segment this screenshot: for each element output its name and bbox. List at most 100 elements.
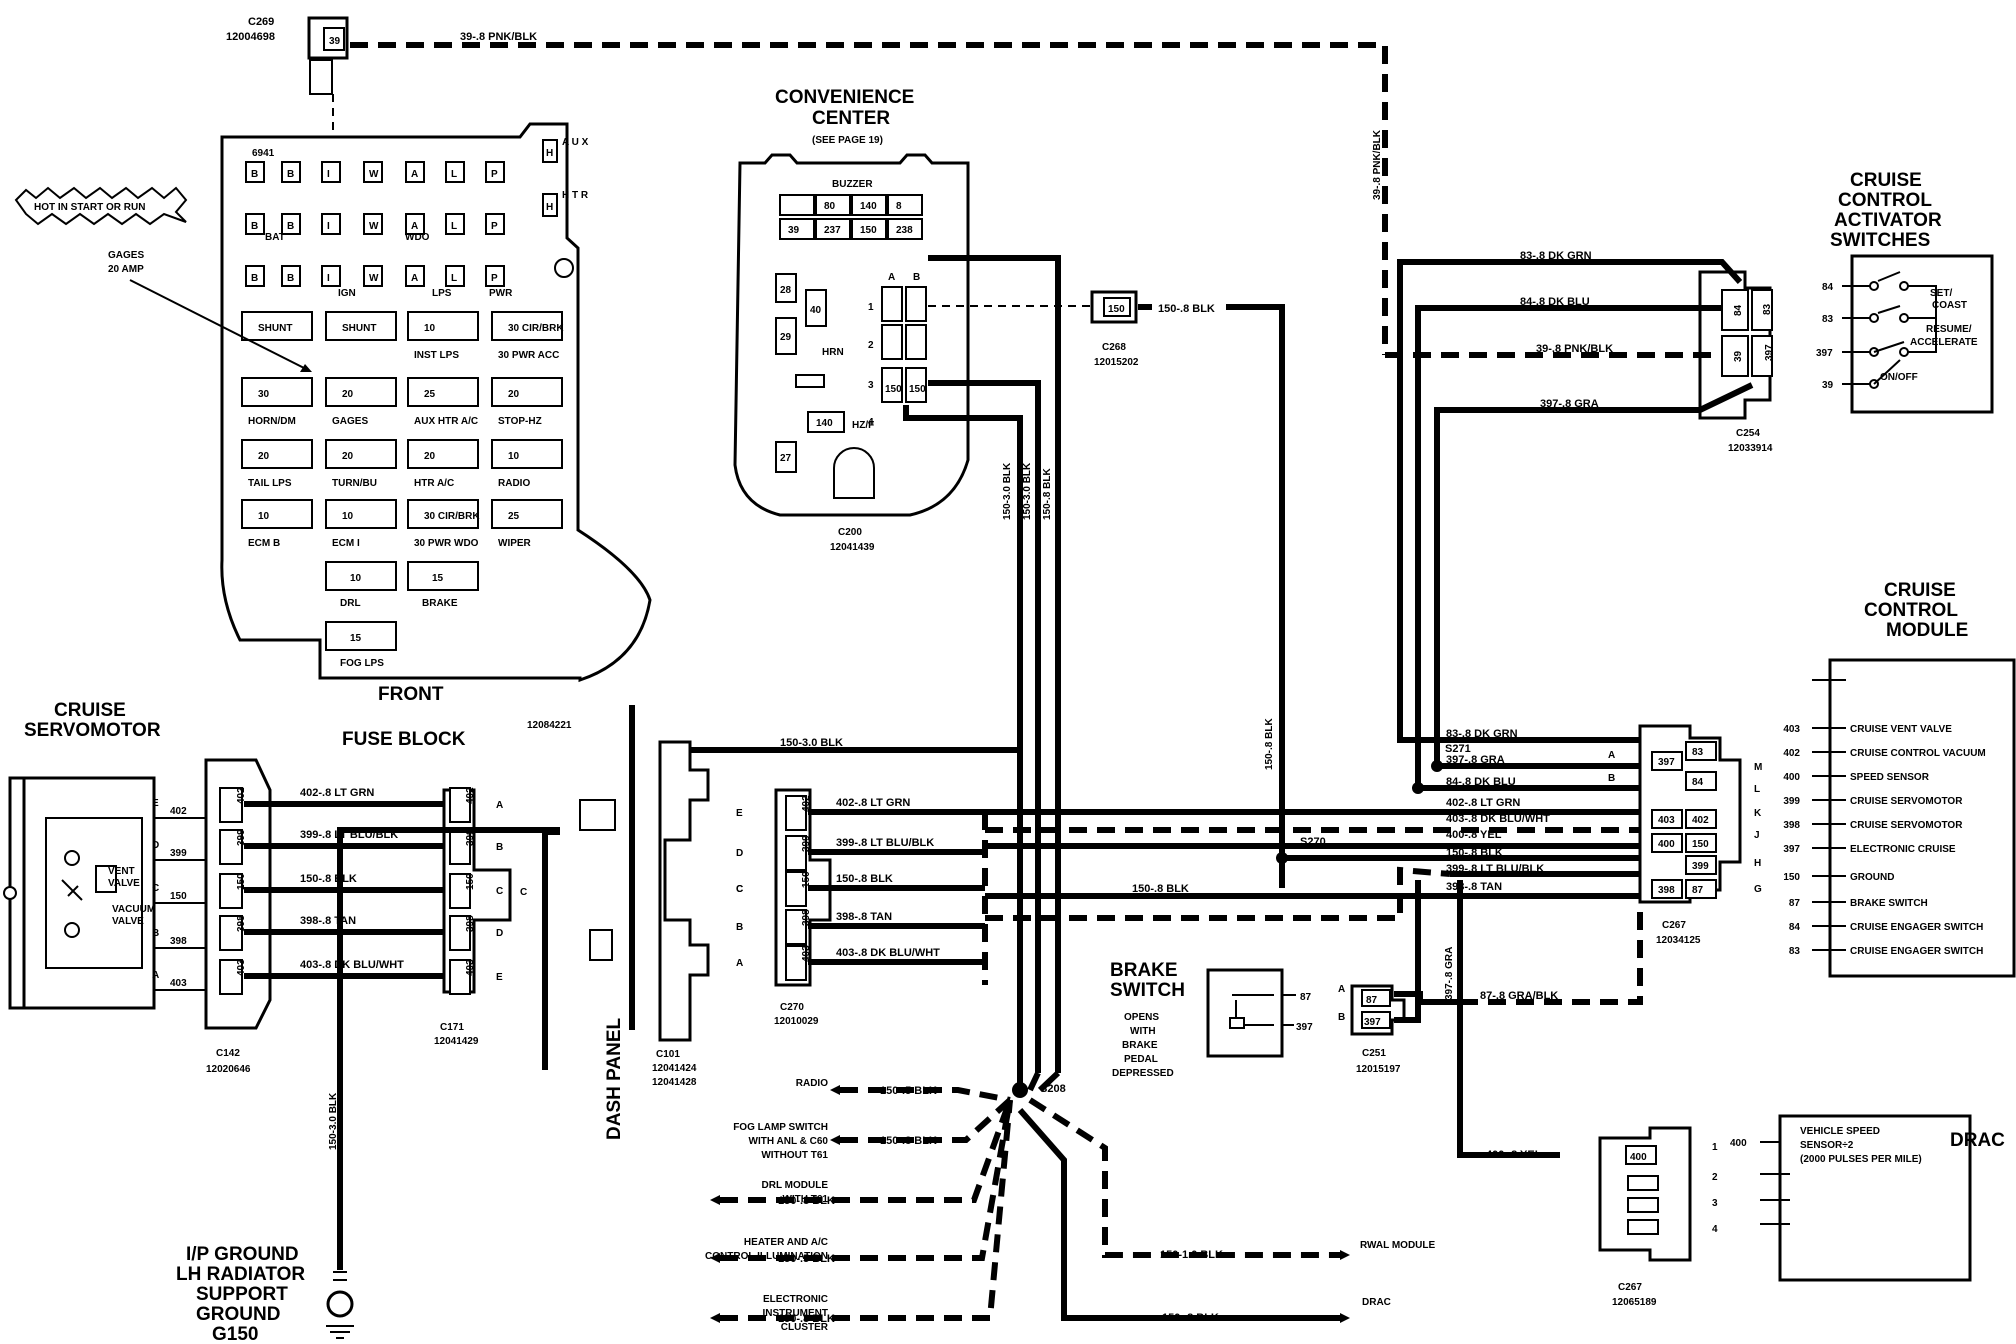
svg-text:C270: C270	[780, 1002, 804, 1013]
servo-pin-letter: B	[152, 928, 159, 939]
fuse-label: ECM B	[248, 538, 280, 549]
svg-text:40: 40	[810, 305, 822, 316]
svg-text:L: L	[1754, 784, 1760, 795]
conv-cell-value: 237	[824, 225, 841, 236]
svg-text:150-1.0 BLK: 150-1.0 BLK	[1160, 1249, 1223, 1261]
svg-text:397: 397	[1364, 1017, 1381, 1028]
svg-text:1: 1	[1712, 1142, 1718, 1153]
svg-text:3: 3	[868, 380, 874, 391]
fuse	[491, 439, 563, 469]
c270-wire-label: 398-.8 TAN	[836, 911, 892, 923]
fuse	[325, 621, 397, 651]
svg-text:IGN: IGN	[338, 288, 356, 299]
fuse-pin	[405, 161, 425, 183]
dash-panel-label: DASH PANEL	[604, 1018, 625, 1140]
svg-text:DEPRESSED: DEPRESSED	[1112, 1068, 1174, 1079]
module-pin-number: 83	[1789, 946, 1801, 957]
conv-cell	[887, 218, 923, 240]
svg-text:(2000 PULSES PER MILE): (2000 PULSES PER MILE)	[1800, 1154, 1922, 1165]
conv-cell-value: 238	[896, 225, 913, 236]
c171-pin-number: 398	[465, 915, 476, 932]
svg-text:83: 83	[1762, 303, 1773, 315]
conv-cell	[851, 194, 887, 216]
conv-cell	[851, 218, 887, 240]
svg-text:VEHICLE SPEED: VEHICLE SPEED	[1800, 1126, 1880, 1137]
fuse	[407, 311, 479, 341]
svg-text:RWAL MODULE: RWAL MODULE	[1360, 1240, 1436, 1251]
fuse	[325, 311, 397, 341]
fuse	[407, 561, 479, 591]
svg-text:400: 400	[1630, 1152, 1647, 1163]
module-pin-label: CRUISE ENGAGER SWITCH	[1850, 946, 1983, 957]
fuse-pin	[363, 161, 383, 183]
fuse-block-part: 12084221	[527, 720, 572, 731]
fuse-label: HORN/DM	[248, 416, 296, 427]
svg-text:J: J	[1754, 830, 1760, 841]
svg-text:150: 150	[885, 384, 902, 395]
conv-cell-value: 80	[824, 201, 836, 212]
module-pin-label: ELECTRONIC CRUISE	[1850, 844, 1956, 855]
fuse-pin-letter: W	[369, 169, 379, 180]
module-conn-pin-number: 83	[1692, 747, 1704, 758]
fuse	[407, 499, 479, 529]
svg-text:1: 1	[868, 302, 874, 313]
svg-text:A U X: A U X	[562, 137, 589, 148]
c270-wire-label: 403-.8 DK BLU/WHT	[836, 947, 940, 959]
c171-pin-number: 402	[465, 787, 476, 804]
servo-pin-number: 398	[170, 936, 187, 947]
fuse-pin-letter: A	[411, 221, 418, 232]
c171-pin-letter: E	[496, 972, 503, 983]
svg-text:SERVOMOTOR: SERVOMOTOR	[24, 720, 161, 741]
svg-text:PWR: PWR	[489, 288, 513, 299]
fuse-pin-letter: W	[369, 273, 379, 284]
s208-branch-wire-label: 150-.5 BLK	[778, 1253, 835, 1265]
svg-text:H: H	[546, 148, 553, 159]
svg-text:398-.8 TAN: 398-.8 TAN	[1446, 881, 1502, 893]
svg-text:27: 27	[780, 453, 792, 464]
module-pin-number: 402	[1783, 748, 1800, 759]
svg-text:VENT: VENT	[108, 866, 135, 877]
svg-text:39-.8 PNK/BLK: 39-.8 PNK/BLK	[1536, 343, 1613, 355]
module-conn-pin	[1651, 879, 1683, 899]
svg-text:C101: C101	[656, 1049, 680, 1060]
svg-text:12041429: 12041429	[434, 1036, 479, 1047]
c269-part: 12004698	[226, 31, 275, 43]
s208-branch-wire-label: 150-.8 BLK	[778, 1313, 835, 1325]
fuse-pin	[445, 161, 465, 183]
svg-text:150-.8 BLK: 150-.8 BLK	[1042, 468, 1053, 520]
conv-cell	[887, 194, 923, 216]
svg-text:4: 4	[868, 417, 874, 428]
module-conn-pin-number: 84	[1692, 777, 1704, 788]
convenience-title-2: CENTER	[812, 108, 890, 129]
s208-branch-wire	[720, 1098, 1013, 1203]
svg-text:COAST: COAST	[1932, 300, 1967, 311]
fuse-value: 15	[432, 573, 444, 584]
fuse-pin-letter: L	[451, 169, 457, 180]
c142-pin-number: 403	[236, 959, 247, 976]
fuse-pin-letter: A	[411, 273, 418, 284]
c142-pin-number: 398	[236, 915, 247, 932]
svg-text:C254: C254	[1736, 428, 1760, 439]
module-conn-pin	[1685, 879, 1717, 899]
svg-text:29: 29	[780, 332, 792, 343]
svg-text:WITH: WITH	[1130, 1026, 1156, 1037]
svg-text:4: 4	[1712, 1224, 1718, 1235]
conv-cell-value: 39	[788, 225, 800, 236]
fuse-label: ECM I	[332, 538, 360, 549]
svg-text:CONTROL: CONTROL	[1864, 600, 1958, 621]
svg-text:ACTIVATOR: ACTIVATOR	[1834, 210, 1942, 231]
c142-c171-wire-label: 398-.8 TAN	[300, 915, 356, 927]
module-pin-number: 400	[1783, 772, 1800, 783]
svg-text:C171: C171	[440, 1022, 464, 1033]
s208-branch-wire	[840, 1097, 1013, 1143]
svg-text:BRAKE: BRAKE	[1122, 1040, 1158, 1051]
svg-text:39: 39	[1733, 350, 1744, 362]
c270-pin-letter: A	[736, 958, 743, 969]
fuse-pin	[321, 213, 341, 235]
hot-in-start-badge: HOT IN START OR RUN	[14, 186, 188, 226]
